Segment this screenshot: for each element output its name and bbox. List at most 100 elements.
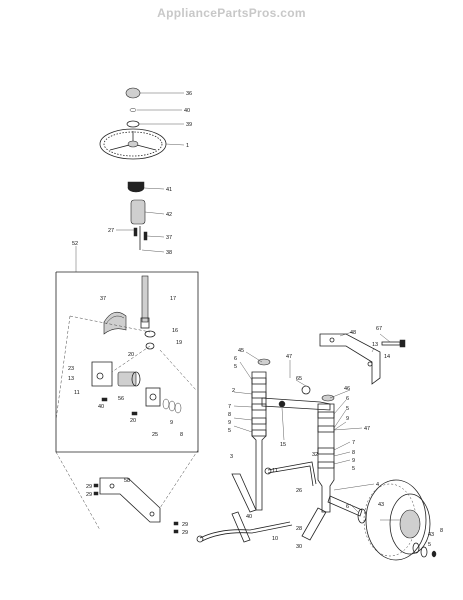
box-bolts	[101, 397, 138, 416]
right-axle-arm	[301, 507, 327, 541]
label-40-top: 40	[184, 108, 190, 114]
label-10: 10	[272, 536, 278, 542]
label-20: 20	[128, 352, 134, 358]
label-25: 25	[152, 432, 158, 438]
left-axle-arm	[231, 473, 257, 543]
steering-gear-box-outline	[55, 271, 199, 453]
label-42: 42	[166, 212, 172, 218]
left-spindle-column	[251, 358, 271, 511]
pinion-gear	[127, 181, 145, 193]
label-6-wheel: 6	[346, 504, 349, 510]
label-48-right: 48	[350, 330, 356, 336]
label-7-left: 7	[228, 404, 231, 410]
bracket-bolts	[93, 483, 179, 534]
label-43-b: 43	[428, 532, 434, 538]
label-8-left: 8	[228, 412, 231, 418]
label-58: 58	[124, 478, 130, 484]
hub-insert	[126, 120, 140, 128]
label-65: 65	[296, 376, 302, 382]
label-17: 17	[170, 296, 176, 302]
tie-rod	[264, 461, 317, 487]
label-27-top: 27	[108, 228, 114, 234]
label-11-right: 11	[272, 468, 278, 474]
label-4: 4	[376, 482, 379, 488]
label-28: 28	[296, 526, 302, 532]
right-spindle-column	[317, 394, 335, 513]
label-47-top: 47	[286, 354, 292, 360]
label-29-a: 29	[86, 484, 92, 490]
label-5-left: 5	[234, 364, 237, 370]
label-40-box: 40	[98, 404, 104, 410]
label-29-d: 29	[182, 530, 188, 536]
watermark: AppliancePartsPros.com	[0, 6, 463, 20]
steering-shaft	[140, 275, 150, 329]
label-47-right: 47	[364, 426, 370, 432]
steering-wheel	[99, 128, 167, 160]
label-56: 56	[118, 396, 124, 402]
label-7-right: 7	[352, 440, 355, 446]
axle-mount-bracket	[319, 333, 381, 385]
label-5-right-b: 5	[352, 466, 355, 472]
spindle-axle	[327, 495, 363, 517]
label-11: 11	[74, 390, 80, 396]
label-40-right: 40	[246, 514, 252, 520]
watermark-text: AppliancePartsPros.com	[157, 6, 306, 20]
front-axle-beam	[261, 385, 331, 411]
label-9-box: 9	[170, 420, 173, 426]
gear-bracket	[91, 361, 113, 387]
label-29-b: 29	[86, 492, 92, 498]
label-30: 30	[296, 544, 302, 550]
label-5-wheel: 5	[428, 542, 431, 548]
label-14: 14	[384, 354, 390, 360]
label-20-box: 20	[130, 418, 136, 424]
label-13: 13	[372, 342, 378, 348]
label-38: 38	[166, 250, 172, 256]
column-bolt	[133, 227, 148, 241]
label-3: 3	[230, 454, 233, 460]
label-8-right: 8	[352, 450, 355, 456]
label-19: 19	[176, 340, 182, 346]
label-8-box: 8	[180, 432, 183, 438]
label-13-box: 13	[68, 376, 74, 382]
label-8-wheel: 8	[440, 528, 443, 534]
wheel-washers	[357, 508, 437, 558]
label-23: 23	[68, 366, 74, 372]
gear-spacer	[117, 371, 141, 387]
label-37-top: 37	[166, 235, 172, 241]
steering-cap	[125, 87, 141, 99]
drag-link	[196, 521, 293, 543]
label-6-left: 6	[234, 356, 237, 362]
front-tire	[363, 479, 431, 561]
label-43-a: 43	[378, 502, 384, 508]
label-6-right: 6	[346, 396, 349, 402]
label-9-left: 9	[228, 420, 231, 426]
label-5-right: 5	[346, 406, 349, 412]
label-46: 46	[344, 386, 350, 392]
label-1: 1	[186, 143, 189, 149]
label-9-right-b: 9	[352, 458, 355, 464]
label-9-right: 9	[346, 416, 349, 422]
steering-column-sleeve	[130, 199, 146, 225]
part-labels: 36 40 39 1 41 42 27 37 38 52 17 37 16 19…	[68, 91, 443, 550]
label-2: 2	[232, 388, 235, 394]
pivot-block	[145, 387, 161, 407]
label-29-c: 29	[182, 522, 188, 528]
label-45: 45	[238, 348, 244, 354]
label-15: 15	[280, 442, 286, 448]
label-32: 32	[312, 452, 318, 458]
label-26: 26	[296, 488, 302, 494]
label-16: 16	[172, 328, 178, 334]
label-5-left-b: 5	[228, 428, 231, 434]
mount-bolt	[381, 339, 406, 348]
label-37-box: 37	[100, 296, 106, 302]
label-41: 41	[166, 187, 172, 193]
gear-washers	[162, 398, 182, 414]
shaft-bushing	[144, 330, 156, 350]
label-52: 52	[72, 241, 78, 247]
label-67: 67	[376, 326, 382, 332]
steering-support-bracket	[99, 477, 161, 523]
cap-washer	[129, 108, 137, 112]
label-39: 39	[186, 122, 192, 128]
label-36: 36	[186, 91, 192, 97]
